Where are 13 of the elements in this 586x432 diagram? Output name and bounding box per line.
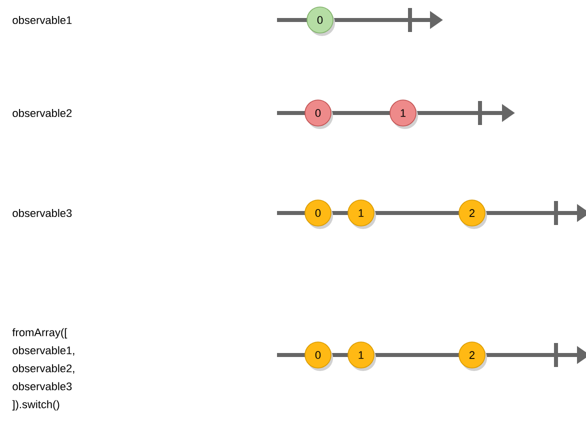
marble: 1 xyxy=(390,100,418,129)
stream-label: observable2 xyxy=(12,108,72,118)
marble: 2 xyxy=(458,342,487,371)
marble: 0 xyxy=(304,342,333,371)
stream-label: observable3 xyxy=(12,208,72,218)
stream-label: observable1 xyxy=(12,16,72,24)
operator-code: fromArray([ observable1, observable2, observable3 ]).switch() xyxy=(12,328,74,410)
marble: 0 xyxy=(304,100,333,129)
marble: 0 xyxy=(304,200,333,229)
marble: 1 xyxy=(348,200,376,229)
marble: 2 xyxy=(458,200,487,229)
marble: 0 xyxy=(306,6,335,36)
marble: 1 xyxy=(348,342,376,371)
